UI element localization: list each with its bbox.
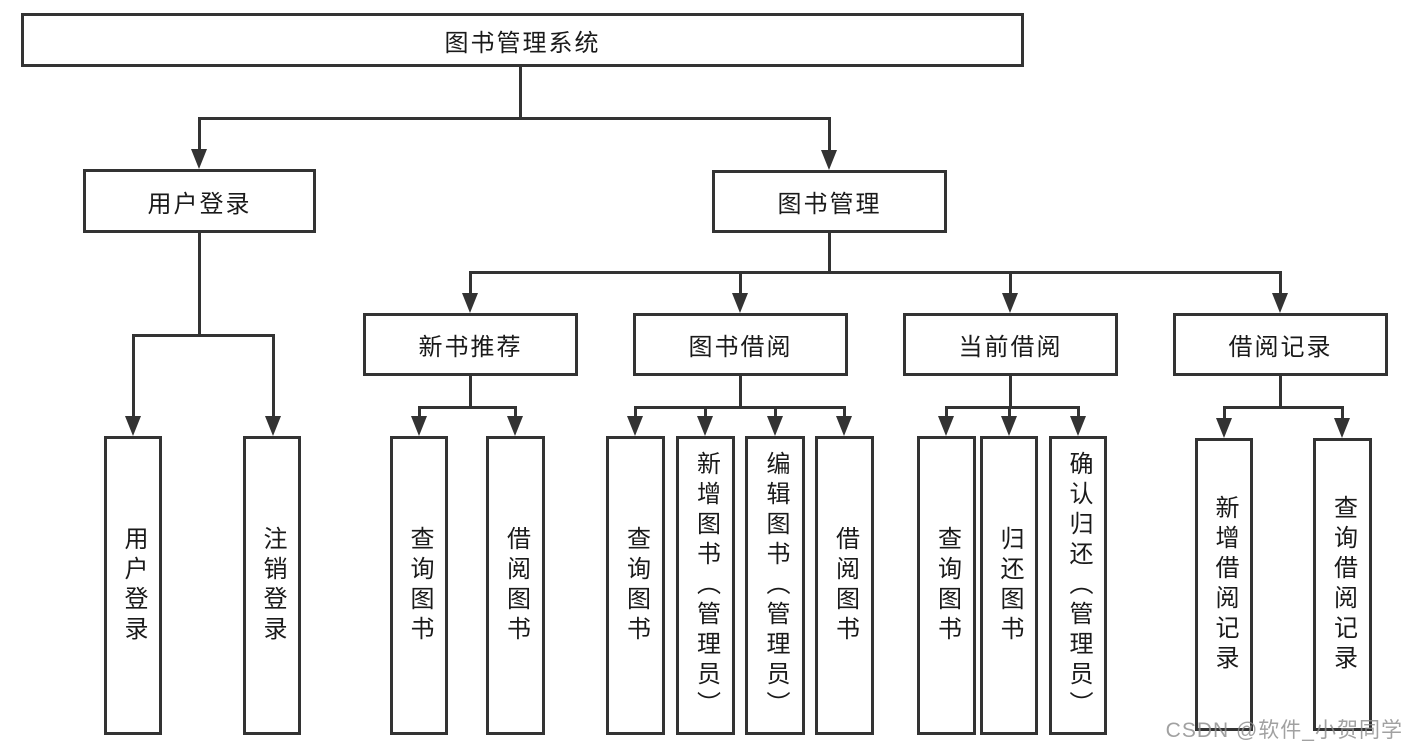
- connector-line: [468, 272, 472, 297]
- connector-line: [1340, 407, 1344, 422]
- arrowhead-down: [1002, 293, 1018, 313]
- connector-line: [1278, 272, 1282, 297]
- arrowhead-down: [1334, 418, 1350, 438]
- connector-line: [703, 407, 707, 420]
- connector-line: [417, 407, 421, 420]
- connector-line: [131, 334, 275, 337]
- arrowhead-down: [191, 149, 207, 169]
- connector-line: [945, 406, 1080, 409]
- connector-line: [513, 407, 517, 420]
- arrowhead-down: [1216, 418, 1232, 438]
- leaf-query-borrow-record: 查询借阅记录: [1313, 438, 1372, 731]
- arrowhead-down: [1070, 416, 1086, 436]
- leaf-edit-books-admin: 编辑图书（管理员）: [745, 436, 805, 735]
- leaf-return-books: 归还图书: [980, 436, 1038, 735]
- connector-line: [738, 373, 742, 409]
- arrowhead-down: [1272, 293, 1288, 313]
- connector-line: [518, 67, 522, 120]
- connector-line: [131, 335, 135, 420]
- connector-line: [197, 233, 201, 337]
- node-borrowing-records: 借阅记录: [1173, 313, 1388, 376]
- connector-line: [1008, 272, 1012, 297]
- arrowhead-down: [767, 416, 783, 436]
- node-book-management: 图书管理: [712, 170, 947, 233]
- arrowhead-down: [732, 293, 748, 313]
- connector-line: [417, 406, 517, 409]
- node-new-book-recommendation: 新书推荐: [363, 313, 578, 376]
- connector-line: [1076, 407, 1080, 420]
- leaf-logout: 注销登录: [243, 436, 301, 735]
- arrowhead-down: [938, 416, 954, 436]
- node-current-borrowing: 当前借阅: [903, 313, 1118, 376]
- arrowhead-down: [265, 416, 281, 436]
- leaf-query-books-recommend: 查询图书: [390, 436, 448, 735]
- leaf-query-books-borrow: 查询图书: [606, 436, 665, 735]
- node-book-borrowing: 图书借阅: [633, 313, 848, 376]
- connector-line: [634, 406, 846, 409]
- arrowhead-down: [125, 416, 141, 436]
- connector-line: [197, 118, 201, 153]
- connector-line: [773, 407, 777, 420]
- arrowhead-down: [627, 416, 643, 436]
- connector-line: [633, 407, 637, 420]
- connector-line: [468, 373, 472, 409]
- leaf-add-books-admin: 新增图书（管理员）: [676, 436, 735, 735]
- connector-line: [827, 233, 831, 274]
- leaf-borrow-books-recommend: 借阅图书: [486, 436, 545, 735]
- arrowhead-down: [1001, 416, 1017, 436]
- arrowhead-down: [462, 293, 478, 313]
- connector-line: [842, 407, 846, 420]
- leaf-add-borrow-record: 新增借阅记录: [1195, 438, 1253, 731]
- arrowhead-down: [507, 416, 523, 436]
- arrowhead-down: [411, 416, 427, 436]
- leaf-user-login: 用户登录: [104, 436, 162, 735]
- connector-line: [1278, 373, 1282, 409]
- connector-line: [197, 117, 831, 120]
- connector-line: [469, 271, 1282, 274]
- csdn-watermark: CSDN @软件_小贺同学: [1165, 719, 1403, 742]
- connector-line: [271, 335, 275, 420]
- connector-line: [738, 272, 742, 297]
- leaf-query-books-current: 查询图书: [917, 436, 976, 735]
- connector-line: [1222, 406, 1344, 409]
- connector-line: [1007, 407, 1011, 420]
- arrowhead-down: [821, 150, 837, 170]
- connector-line: [827, 118, 831, 154]
- leaf-borrow-books: 借阅图书: [815, 436, 874, 735]
- connector-line: [1222, 407, 1226, 422]
- connector-line: [1008, 373, 1012, 409]
- arrowhead-down: [697, 416, 713, 436]
- leaf-confirm-return-admin: 确认归还（管理员）: [1049, 436, 1107, 735]
- connector-line: [944, 407, 948, 420]
- node-user-login: 用户登录: [83, 169, 316, 233]
- arrowhead-down: [836, 416, 852, 436]
- node-library-system: 图书管理系统: [21, 13, 1024, 67]
